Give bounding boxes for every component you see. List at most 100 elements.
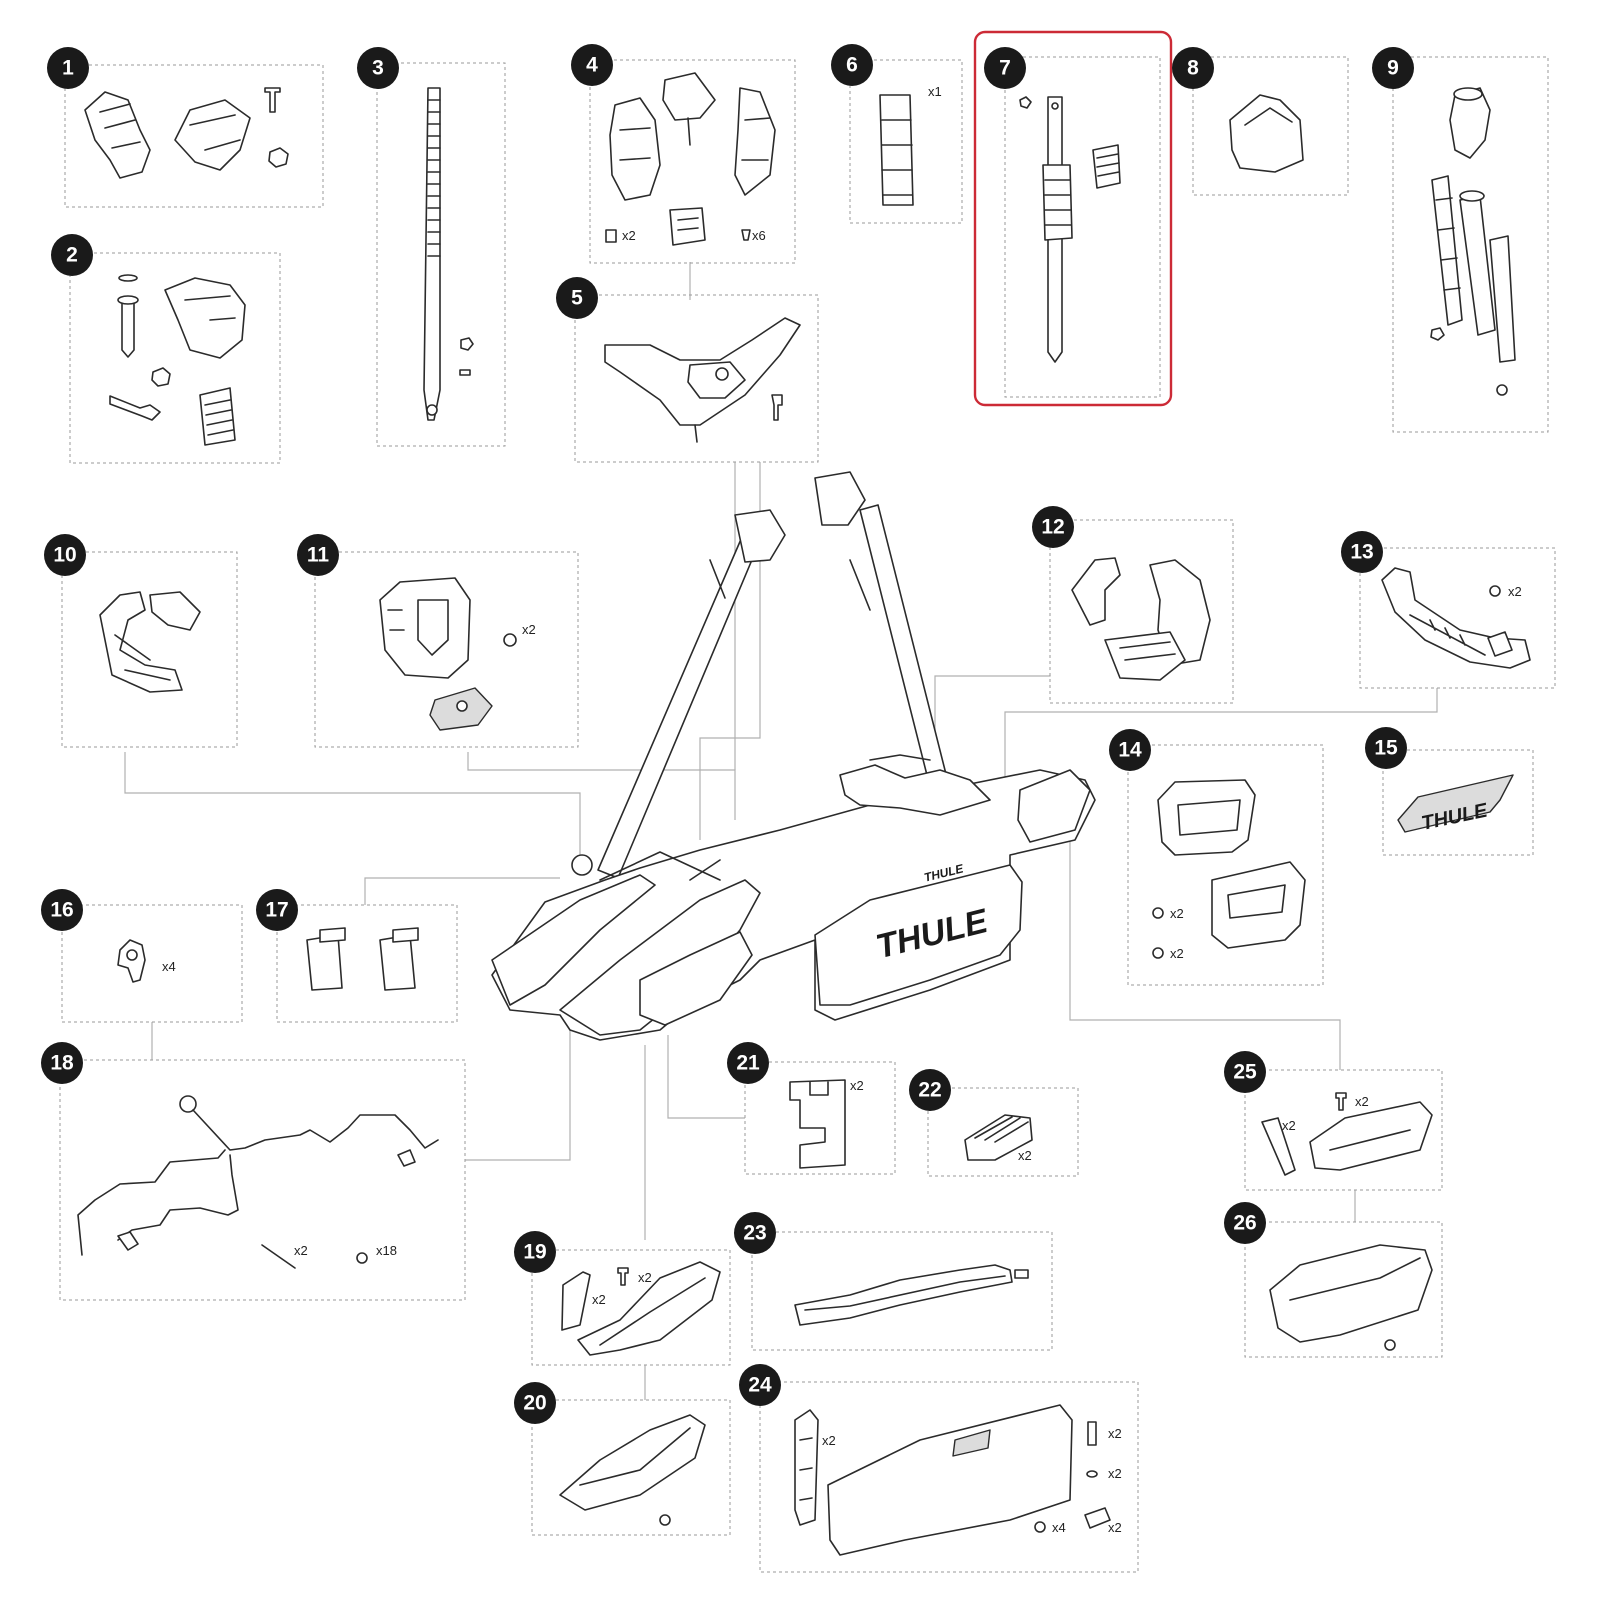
part-25-qty-2: x2 (1355, 1094, 1369, 1109)
svg-text:15: 15 (1374, 737, 1398, 760)
part-22-qty: x2 (1018, 1148, 1032, 1163)
part-13-rail-bracket: x2 (1381, 567, 1531, 669)
part-17-badge: 17 (256, 889, 298, 931)
part-14-badge: 14 (1109, 729, 1151, 771)
bike-carrier-assembly: THULE THULE (491, 471, 1096, 1041)
highlight-frame-part-7 (973, 30, 1173, 407)
part-13-badge: 13 (1341, 531, 1383, 573)
part-25-badge: 25 (1224, 1051, 1266, 1093)
part-1-badge: 1 (47, 47, 89, 89)
svg-text:16: 16 (50, 899, 73, 922)
svg-text:7: 7 (999, 57, 1011, 80)
svg-text:21: 21 (736, 1052, 760, 1075)
part-14-qty-1: x2 (1170, 906, 1184, 921)
part-5-handle (604, 317, 801, 443)
svg-text:23: 23 (743, 1222, 766, 1245)
part-24-number-plate-holder: x2 x2 x2 x4 x2 (794, 1404, 1122, 1556)
part-4-arm-clamp-kit: x2 x6 (605, 72, 776, 246)
svg-text:13: 13 (1350, 541, 1373, 564)
part-22-spacer: x2 (964, 1114, 1033, 1163)
part-12-wheel-holder (1071, 557, 1211, 681)
svg-text:17: 17 (265, 899, 288, 922)
part-18-wiring-harness: x2 x18 (77, 1095, 439, 1269)
part-6-badge: 6 (831, 44, 873, 86)
svg-text:24: 24 (748, 1374, 772, 1397)
part-26-cover (1269, 1244, 1433, 1351)
svg-text:6: 6 (846, 54, 858, 77)
part-4-qty-1: x2 (622, 228, 636, 243)
part-11-qty: x2 (522, 622, 536, 637)
part-6-pad: x1 (879, 84, 942, 206)
part-25-qty-1: x2 (1282, 1118, 1296, 1133)
svg-text:8: 8 (1187, 57, 1199, 80)
part-16-qty: x4 (162, 959, 176, 974)
part-17-end-caps (306, 927, 419, 991)
svg-text:22: 22 (918, 1079, 941, 1102)
part-7-badge: 7 (984, 47, 1026, 89)
part-8-badge: 8 (1172, 47, 1214, 89)
part-19-qty-2: x2 (638, 1270, 652, 1285)
part-25-cover-set: x2 x2 (1261, 1092, 1433, 1176)
part-15-logo-sticker: THULE (1397, 774, 1514, 835)
part-21-badge: 21 (727, 1042, 769, 1084)
part-18-qty-2: x18 (376, 1243, 397, 1258)
part-13-qty: x2 (1508, 584, 1522, 599)
part-18-qty-1: x2 (294, 1243, 308, 1258)
part-24-qty-2: x2 (1108, 1426, 1122, 1441)
part-23-rail (794, 1264, 1029, 1326)
part-24-qty-5: x2 (1108, 1520, 1122, 1535)
part-4-qty-2: x6 (752, 228, 766, 243)
part-2-lock-knob-set (109, 274, 246, 446)
part-4-badge: 4 (571, 44, 613, 86)
part-16-badge: 16 (41, 889, 83, 931)
part-3-strap (423, 87, 474, 421)
part-boxes (59, 56, 1556, 1573)
svg-text:19: 19 (523, 1241, 546, 1264)
svg-text:3: 3 (372, 57, 384, 80)
svg-text:1: 1 (62, 57, 74, 80)
part-14-qty-2: x2 (1170, 946, 1184, 961)
part-23-badge: 23 (734, 1212, 776, 1254)
part-10-clamp-cover (99, 591, 201, 693)
part-12-badge: 12 (1032, 506, 1074, 548)
part-24-qty-3: x2 (1108, 1466, 1122, 1481)
part-5-badge: 5 (556, 277, 598, 319)
svg-text:26: 26 (1233, 1212, 1256, 1235)
svg-text:9: 9 (1387, 57, 1399, 80)
svg-text:10: 10 (53, 544, 76, 567)
part-3-badge: 3 (357, 47, 399, 89)
svg-text:25: 25 (1233, 1061, 1257, 1084)
part-1-clamp-handle (84, 87, 289, 179)
part-18-badge: 18 (41, 1042, 83, 1084)
part-15-badge: 15 (1365, 727, 1407, 769)
part-11-badge: 11 (297, 534, 339, 576)
part-24-badge: 24 (739, 1364, 781, 1406)
part-16-cable-clip: x4 (117, 939, 176, 983)
part-10-badge: 10 (44, 534, 86, 576)
part-2-badge: 2 (51, 234, 93, 276)
part-19-badge: 19 (514, 1231, 556, 1273)
part-9-badge: 9 (1372, 47, 1414, 89)
part-20-tail-cover (559, 1414, 706, 1526)
part-24-qty-4: x4 (1052, 1520, 1066, 1535)
part-21-bracket: x2 (789, 1078, 864, 1169)
svg-text:14: 14 (1118, 739, 1142, 762)
part-8-cap (1229, 94, 1304, 173)
part-19-tail-cover: x2 x2 (561, 1261, 721, 1356)
part-11-lock-housing: x2 (379, 577, 536, 731)
svg-text:11: 11 (307, 544, 330, 567)
part-6-qty: x1 (928, 84, 942, 99)
svg-text:18: 18 (50, 1052, 74, 1075)
part-20-badge: 20 (514, 1382, 556, 1424)
svg-text:5: 5 (571, 287, 583, 310)
part-24-qty-1: x2 (822, 1433, 836, 1448)
part-19-qty-1: x2 (592, 1292, 606, 1307)
svg-text:4: 4 (586, 54, 598, 77)
part-number-badges: 1 2 3 4 5 6 7 8 9 10 11 12 13 14 15 16 1… (41, 44, 1414, 1424)
part-7-rod-with-pad (1019, 96, 1121, 363)
part-9-hook-set (1430, 87, 1516, 396)
svg-text:12: 12 (1041, 516, 1064, 539)
part-14-lamp-housing: x2 x2 (1152, 779, 1306, 961)
part-26-badge: 26 (1224, 1202, 1266, 1244)
